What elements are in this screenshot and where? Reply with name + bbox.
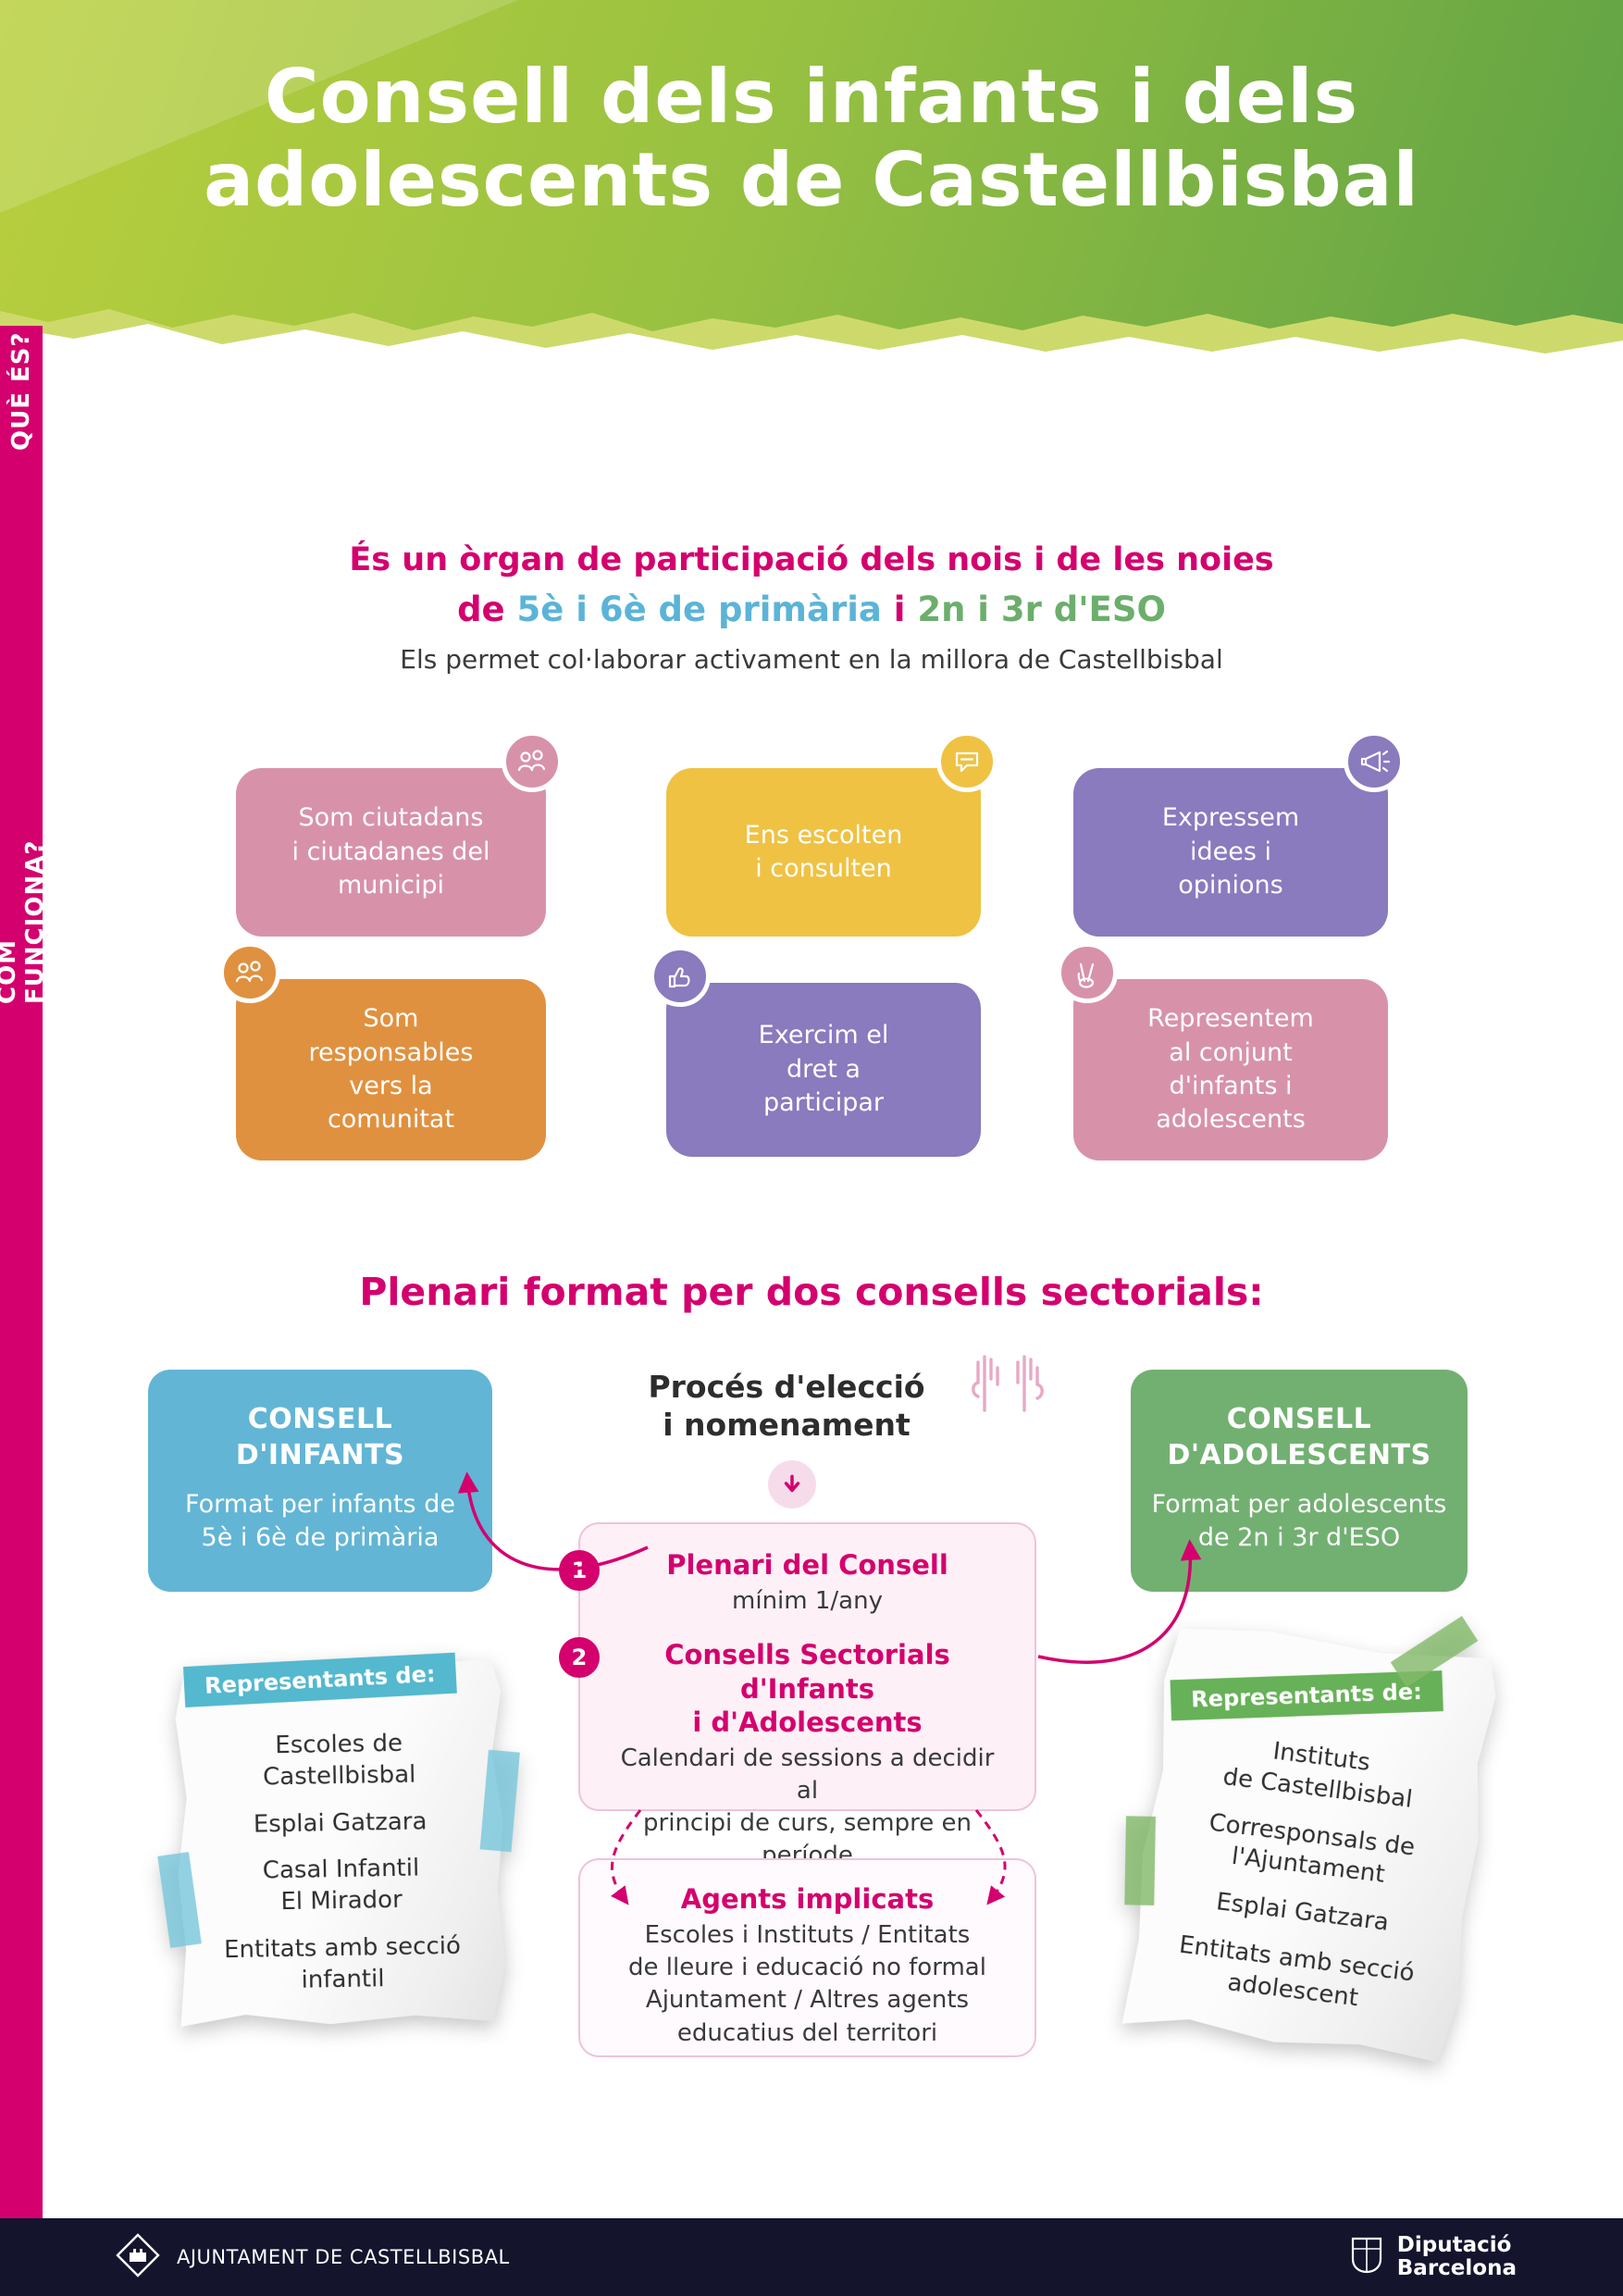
footer-bar: AJUNTAMENT DE CASTELLBISBAL Diputació Ba… <box>0 2218 1623 2296</box>
consell-infants-desc: Format per infants de 5è i 6è de primàri… <box>185 1490 455 1553</box>
note-item: Casal Infantil El Mirador <box>262 1854 420 1917</box>
diputacio-crest-icon <box>1349 2236 1384 2278</box>
plenari-heading: Plenari format per dos consells sectoria… <box>359 1270 1264 1314</box>
poster-title-line1: Consell dels infants i dels <box>264 54 1359 140</box>
process-title-text: Procés d'elecció i nomenament <box>648 1369 925 1444</box>
step-number-1: 1 <box>559 1550 600 1591</box>
section-label-que-es: QUÈ ÉS? <box>7 331 35 452</box>
process-title-block: Procés d'elecció i nomenament <box>583 1368 990 1445</box>
diputacio-line2: Barcelona <box>1396 2256 1517 2280</box>
process-box: 1 2 Plenari del Consell mínim 1/any Cons… <box>559 1522 1036 1902</box>
citizens-group-icon <box>502 731 563 792</box>
step-plenari: Plenari del Consell mínim 1/any <box>612 1548 1003 1618</box>
header-green-background <box>0 0 1623 331</box>
consell-adolescents-title: CONSELL D'ADOLESCENTS <box>1167 1403 1431 1471</box>
note-items-list: Escoles de Castellbisbal Esplai Gatzara … <box>176 1727 506 1999</box>
intro-line2: de 5è i 6è de primària i 2n i 3r d'ESO <box>0 590 1623 629</box>
ajuntament-logo: AJUNTAMENT DE CASTELLBISBAL <box>116 2233 510 2281</box>
feature-box-escolten: Ens escolten i consulten <box>666 731 997 937</box>
intro-line2-prefix: de <box>457 590 505 629</box>
feature-box-exercim: Exercim el dret a participar <box>650 946 981 1157</box>
feature-box-responsables: Som responsables vers la comunitat <box>219 942 546 1160</box>
header-banner: Consell dels infants i dels adolescents … <box>0 0 1623 370</box>
feature-box-representem: Representem al conjunt d'infants i adole… <box>1057 942 1388 1160</box>
victory-hand-icon <box>1057 942 1118 1003</box>
feature-text-representem: Representem al conjunt d'infants i adole… <box>1147 1004 1314 1135</box>
note-item: Entitats amb secció infantil <box>223 1931 462 1994</box>
intro-line1: És un òrgan de participació dels nois i … <box>349 541 1274 578</box>
feature-text-expressem: Expressem idees i opinions <box>1161 803 1300 900</box>
down-arrow-icon <box>768 1460 816 1508</box>
note-items-list: Instituts de Castellbisbal Corresponsals… <box>1126 1722 1487 2027</box>
feature-box-ciutadans: Som ciutadans i ciutadanes del municipi <box>236 731 563 937</box>
section-label-com-funciona: COM FUNCIONA? <box>0 839 49 1004</box>
intro-line3: Els permet col·laborar activament en la … <box>400 644 1223 675</box>
note-representants-infants: Escoles de Castellbisbal Esplai Gatzara … <box>157 1652 520 2027</box>
note-item: Escoles de Castellbisbal <box>262 1729 416 1792</box>
step-sectorials-title: Consells Sectorials d'Infants i d'Adoles… <box>664 1639 950 1738</box>
feature-box-expressem: Expressem idees i opinions <box>1073 731 1405 937</box>
diputacio-line1: Diputació <box>1396 2233 1512 2258</box>
castle-crest-icon <box>116 2233 160 2281</box>
megaphone-icon <box>1344 731 1405 792</box>
feature-text-responsables: Som responsables vers la comunitat <box>308 1004 474 1135</box>
thumbs-up-icon <box>650 946 711 1007</box>
note-representants-adolescents: Instituts de Castellbisbal Corresponsals… <box>1122 1616 1501 2064</box>
feature-text-exercim: Exercim el dret a participar <box>758 1021 889 1118</box>
intro-line2-mid: i <box>893 590 906 629</box>
step-plenari-desc: mínim 1/any <box>732 1587 883 1616</box>
intro-eso-highlight: 2n i 3r d'ESO <box>917 590 1166 629</box>
paper-sheet: Escoles de Castellbisbal Esplai Gatzara … <box>175 1658 507 2027</box>
step-number-2: 2 <box>559 1637 600 1678</box>
poster-title: Consell dels infants i dels adolescents … <box>0 56 1623 221</box>
diputacio-label: Diputació Barcelona <box>1397 2234 1517 2280</box>
note-item: Esplai Gatzara <box>253 1806 427 1839</box>
feature-text-ciutadans: Som ciutadans i ciutadanes del municipi <box>291 803 490 900</box>
section-color-strip <box>0 326 43 2218</box>
agents-desc: Escoles i Instituts / Entitats de lleure… <box>628 1921 986 2047</box>
consell-infants-box: CONSELL D'INFANTS Format per infants de … <box>148 1370 492 1592</box>
agents-title: Agents implicats <box>680 1883 935 1915</box>
ajuntament-label: AJUNTAMENT DE CASTELLBISBAL <box>177 2246 510 2268</box>
diputacio-logo: Diputació Barcelona <box>1349 2234 1517 2280</box>
step-plenari-title: Plenari del Consell <box>666 1549 948 1581</box>
consell-adolescents-box: CONSELL D'ADOLESCENTS Format per adolesc… <box>1131 1370 1468 1592</box>
consell-adolescents-desc: Format per adolescents de 2n i 3r d'ESO <box>1151 1490 1447 1553</box>
raised-hands-icon <box>960 1344 1048 1421</box>
intro-primaria-highlight: 5è i 6è de primària <box>516 590 882 629</box>
consell-infants-title: CONSELL D'INFANTS <box>235 1403 405 1471</box>
feature-text-escolten: Ens escolten i consulten <box>744 820 903 883</box>
poster-title-line2: adolescents de Castellbisbal <box>204 136 1419 223</box>
tape-strip <box>1124 1816 1156 1905</box>
agents-box: Agents implicats Escoles i Instituts / E… <box>578 1858 1036 2057</box>
community-group-icon <box>219 942 280 1003</box>
speech-bubble-icon <box>936 731 997 792</box>
intro-block: És un òrgan de participació dels nois i … <box>0 541 1623 675</box>
